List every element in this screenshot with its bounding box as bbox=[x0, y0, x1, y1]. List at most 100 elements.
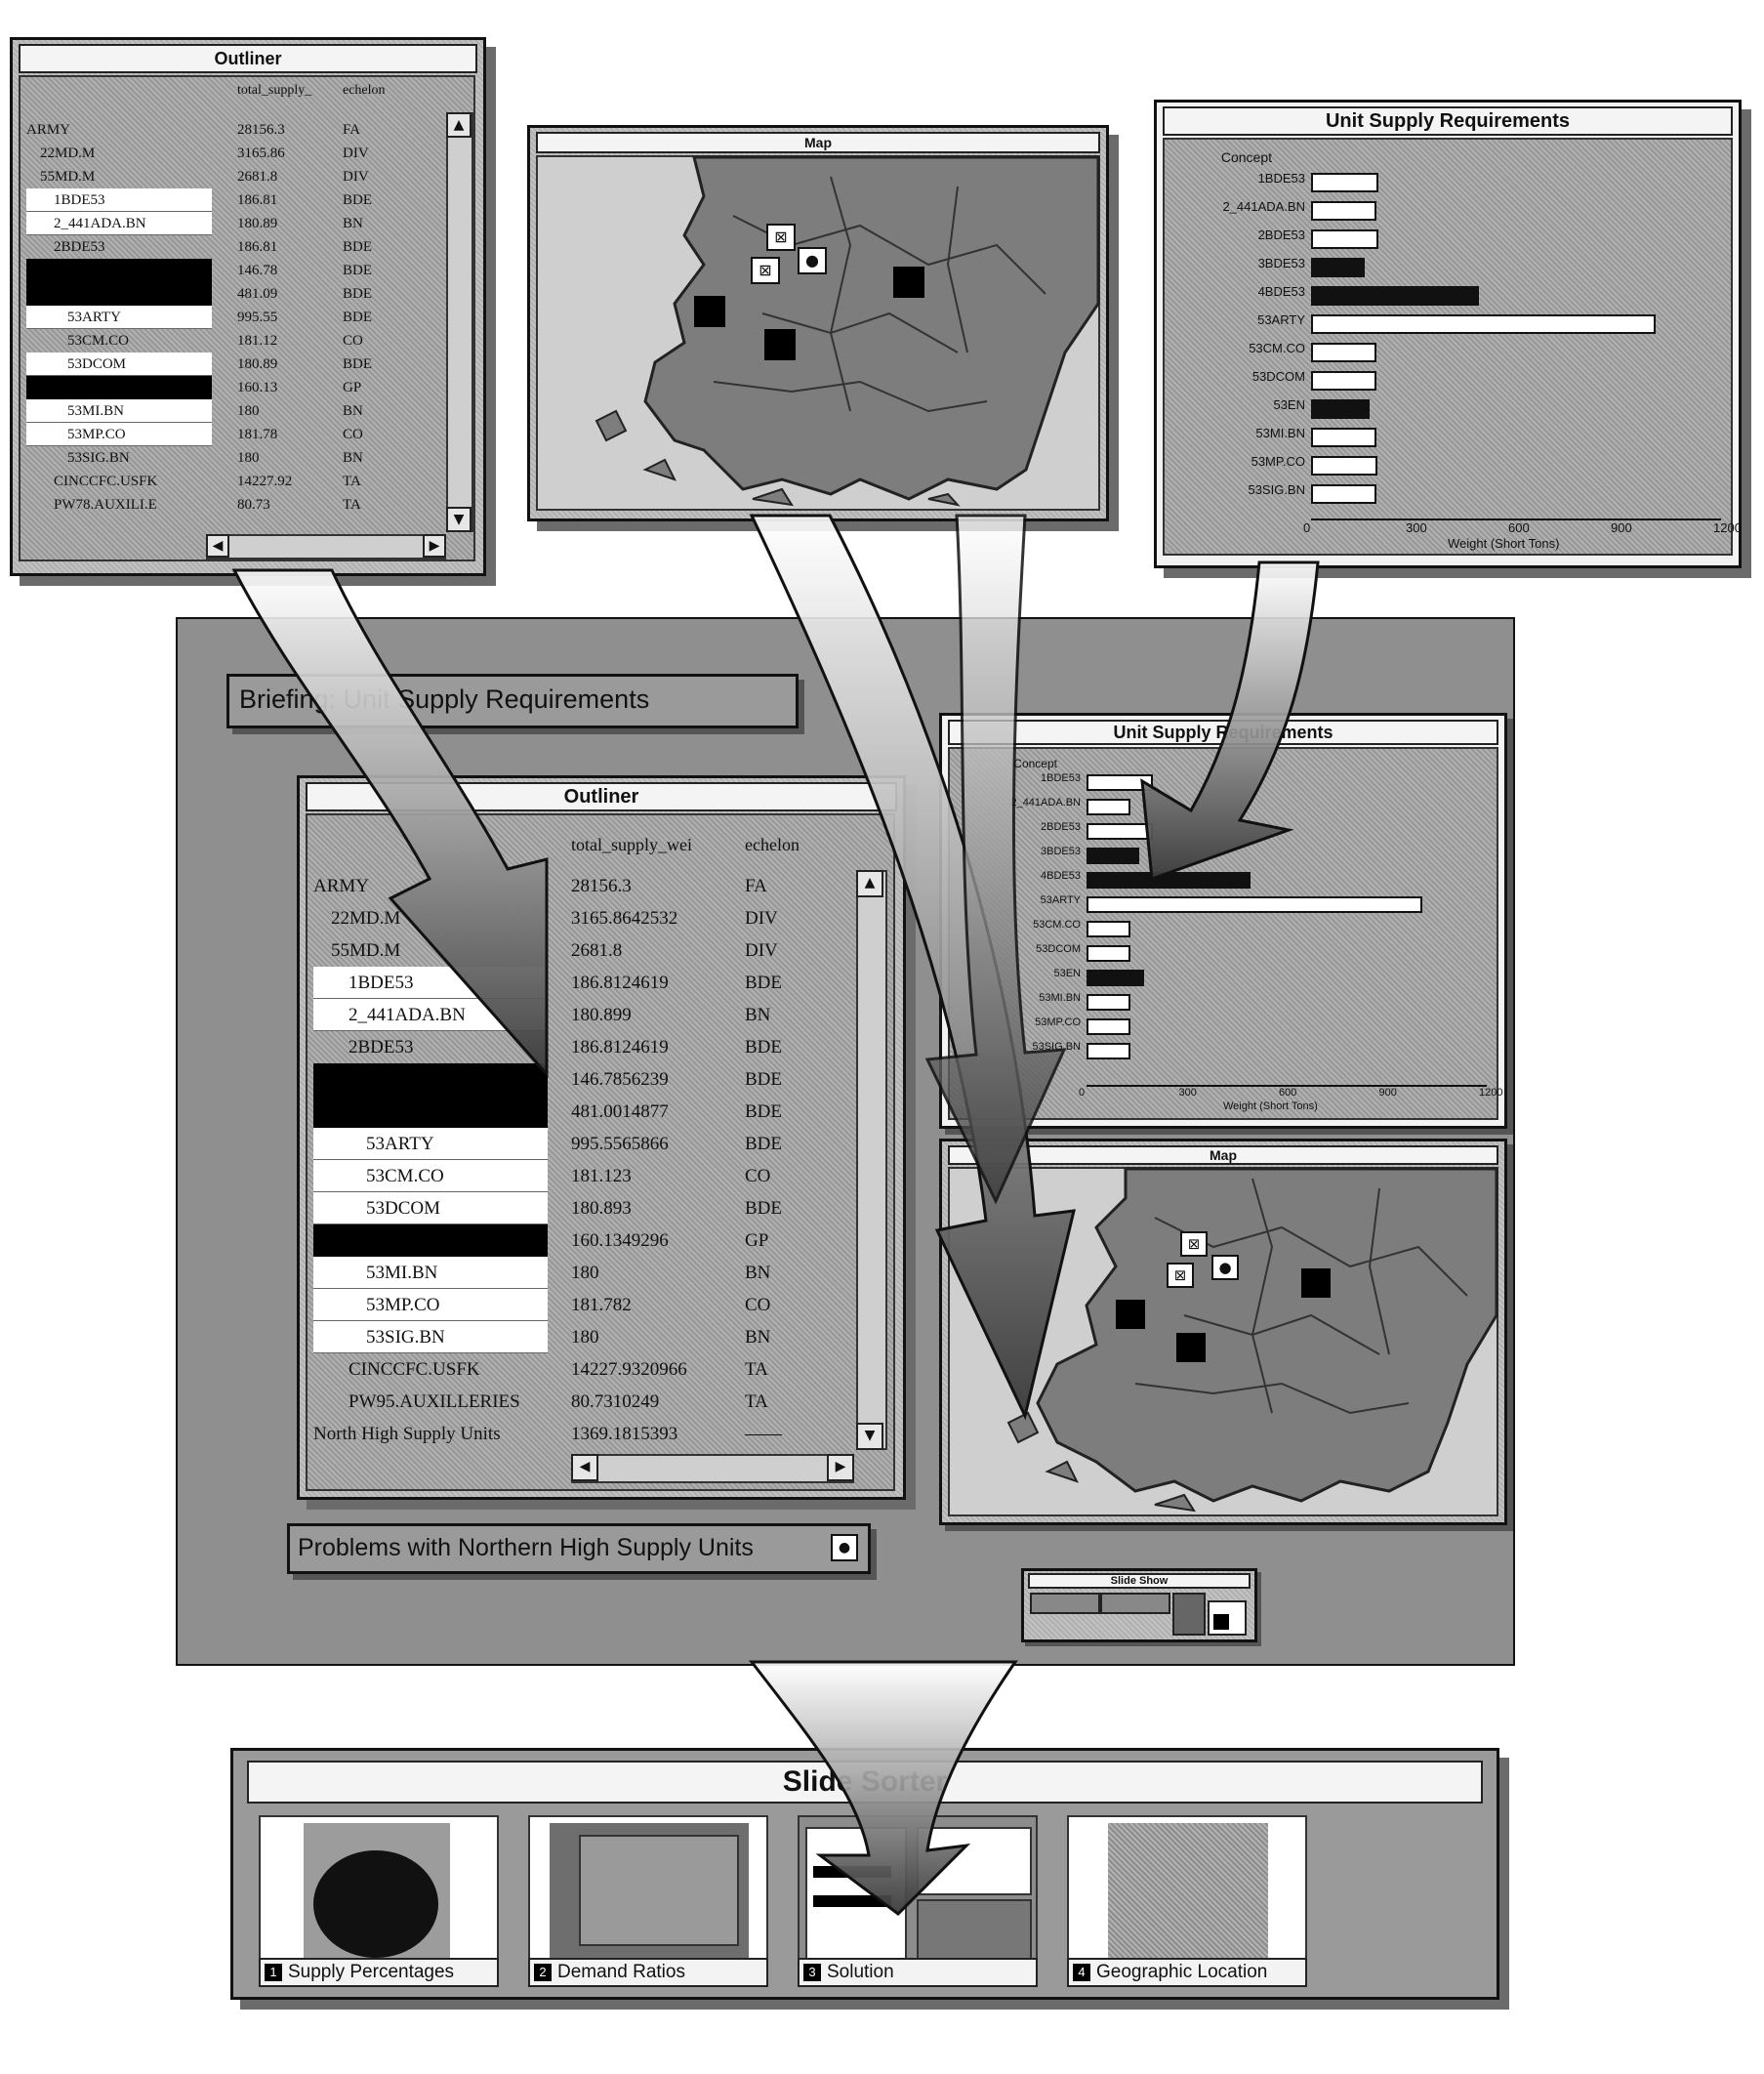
row-name-cell[interactable] bbox=[313, 1224, 548, 1257]
bar[interactable] bbox=[1311, 229, 1379, 249]
unit-marker[interactable] bbox=[1176, 1333, 1206, 1362]
unit-symbol-icon[interactable]: ⊠ bbox=[751, 257, 780, 284]
bar[interactable] bbox=[1087, 1043, 1130, 1059]
column-header-echelon[interactable]: echelon bbox=[343, 83, 386, 98]
horizontal-scrollbar[interactable]: ◀ ▶ bbox=[206, 534, 446, 560]
bar[interactable] bbox=[1311, 314, 1656, 334]
slide-thumbnail-3[interactable] bbox=[798, 1815, 1038, 1968]
scroll-down-icon[interactable]: ▼ bbox=[446, 507, 472, 532]
bar[interactable] bbox=[1311, 201, 1377, 221]
row-name-cell[interactable]: 53MP.CO bbox=[313, 1289, 548, 1321]
row-name-cell[interactable] bbox=[26, 376, 212, 399]
scroll-left-icon[interactable]: ◀ bbox=[206, 534, 229, 558]
unit-symbol-icon[interactable]: ⊠ bbox=[766, 224, 796, 251]
bar[interactable] bbox=[1087, 945, 1130, 962]
row-name-cell[interactable]: 53SIG.BN bbox=[313, 1321, 548, 1353]
map-view[interactable]: ⊠ ⊠ ● bbox=[536, 155, 1100, 511]
bar[interactable] bbox=[1087, 1018, 1130, 1035]
row-name-cell[interactable]: 53CM.CO bbox=[313, 1160, 548, 1192]
row-name-cell[interactable]: 55MD.M bbox=[313, 934, 548, 967]
row-name-cell[interactable] bbox=[313, 1063, 548, 1096]
unit-symbol-icon[interactable]: ⊠ bbox=[1167, 1263, 1194, 1288]
slide-show-prev-button[interactable] bbox=[1030, 1593, 1100, 1614]
bar[interactable] bbox=[1087, 970, 1144, 986]
bar[interactable] bbox=[1087, 994, 1130, 1011]
slide-thumbnail-2[interactable] bbox=[528, 1815, 768, 1968]
bar[interactable] bbox=[1311, 456, 1377, 476]
problem-label-box[interactable]: Problems with Northern High Supply Units… bbox=[287, 1523, 871, 1574]
row-name-cell[interactable]: 1BDE53 bbox=[26, 188, 212, 212]
row-name-cell[interactable]: 53DCOM bbox=[313, 1192, 548, 1224]
row-name-cell[interactable]: 53DCOM bbox=[26, 353, 212, 376]
row-name-cell[interactable]: ARMY bbox=[313, 870, 548, 902]
scroll-right-icon[interactable]: ▶ bbox=[827, 1454, 854, 1481]
bar[interactable] bbox=[1311, 286, 1480, 306]
horizontal-scrollbar[interactable]: ◀ ▶ bbox=[571, 1454, 854, 1483]
row-name-cell[interactable]: 2BDE53 bbox=[26, 235, 212, 259]
row-name-cell[interactable]: North High Supply Units bbox=[313, 1418, 548, 1450]
bar[interactable] bbox=[1087, 799, 1130, 815]
row-name-cell[interactable]: PW78.AUXILI.E bbox=[26, 493, 212, 517]
slide-thumbnail-4[interactable] bbox=[1067, 1815, 1307, 1968]
scroll-down-icon[interactable]: ▼ bbox=[856, 1423, 883, 1450]
slide-show-window[interactable]: Slide Show bbox=[1021, 1568, 1257, 1642]
row-name-cell[interactable] bbox=[26, 259, 212, 282]
row-name-cell[interactable]: 22MD.M bbox=[26, 142, 212, 165]
unit-symbol-icon[interactable]: ● bbox=[798, 247, 827, 274]
unit-marker[interactable] bbox=[764, 329, 796, 360]
row-name-cell[interactable]: 22MD.M bbox=[313, 902, 548, 934]
unit-symbol-icon[interactable]: ● bbox=[1211, 1255, 1239, 1280]
row-name-cell[interactable]: PW95.AUXILLERIES bbox=[313, 1386, 548, 1418]
row-name-cell[interactable]: 2BDE53 bbox=[313, 1031, 548, 1063]
bar[interactable] bbox=[1311, 173, 1379, 192]
bar[interactable] bbox=[1311, 258, 1366, 277]
scroll-right-icon[interactable]: ▶ bbox=[423, 534, 446, 558]
row-name-cell[interactable]: 2_441ADA.BN bbox=[26, 212, 212, 235]
unit-marker[interactable] bbox=[1116, 1300, 1145, 1329]
row-name-cell[interactable] bbox=[313, 1096, 548, 1128]
bar[interactable] bbox=[1311, 343, 1377, 362]
bar[interactable] bbox=[1087, 848, 1140, 864]
bar[interactable] bbox=[1311, 371, 1377, 391]
row-name-cell[interactable]: 53ARTY bbox=[313, 1128, 548, 1160]
vertical-scrollbar[interactable]: ▲ ▼ bbox=[856, 870, 887, 1450]
row-name-cell[interactable]: CINCCFC.USFK bbox=[313, 1353, 548, 1386]
row-name-cell[interactable]: 53CM.CO bbox=[26, 329, 212, 353]
slide-thumbnail-1[interactable] bbox=[259, 1815, 499, 1968]
row-name-cell[interactable]: 53MP.CO bbox=[26, 423, 212, 446]
column-header-total-supply[interactable]: total_supply_ bbox=[237, 83, 312, 98]
row-name-cell[interactable]: CINCCFC.USFK bbox=[26, 470, 212, 493]
